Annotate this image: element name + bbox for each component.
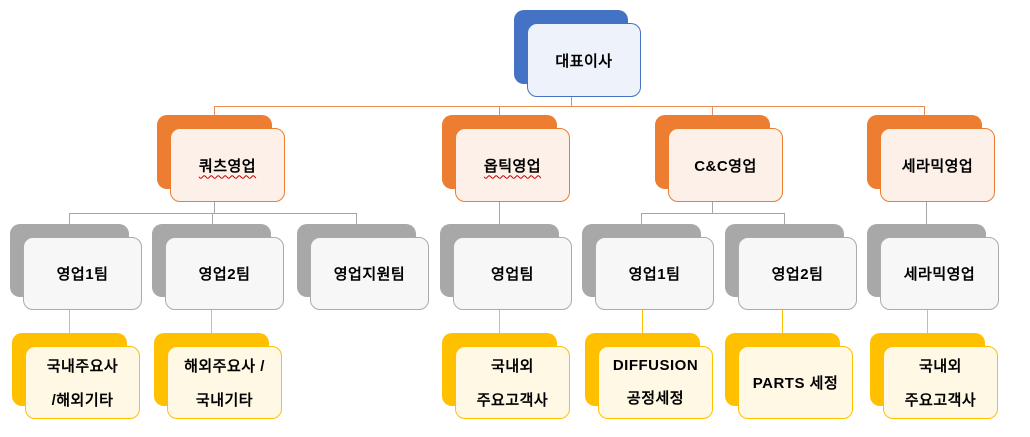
- node-quartz-team2: 영업2팀: [152, 224, 284, 310]
- detail-line: 주요고객사: [904, 392, 977, 409]
- connector-line: [214, 106, 925, 107]
- node-quartz-team2-detail: 해외주요사 / 국내기타: [154, 333, 282, 419]
- connector-line: [926, 202, 927, 241]
- node-dept-quartz: 쿼츠영업: [157, 115, 285, 202]
- detail-line: 국내외: [919, 358, 962, 375]
- node-cnc-team1: 영업1팀: [582, 224, 714, 310]
- connector-line: [69, 213, 357, 214]
- node-dept-optic: 옵틱영업: [442, 115, 570, 202]
- node-cnc-team2-label: 영업2팀: [771, 266, 824, 283]
- node-cnc-team1-label: 영업1팀: [628, 266, 681, 283]
- node-ceramic-team-detail: 국내외 주요고객사: [870, 333, 998, 419]
- node-quartz-team1-detail: 국내주요사 /해외기타: [12, 333, 140, 419]
- node-ceo-label: 대표이사: [555, 52, 613, 70]
- node-dept-cnc: C&C영업: [655, 115, 783, 202]
- node-optic-sales-team-label: 영업팀: [491, 266, 534, 283]
- connector-line: [641, 213, 785, 214]
- node-dept-ceramic: 세라믹영업: [867, 115, 995, 202]
- connector-line: [499, 310, 500, 350]
- node-ceramic-sales-team-label: 세라믹영업: [903, 266, 976, 283]
- detail-line: /해외기타: [51, 392, 114, 409]
- detail-line: DIFFUSION: [612, 357, 699, 374]
- detail-line: 국내주요사: [46, 358, 119, 375]
- node-cnc-team2-detail: PARTS 세정: [725, 333, 853, 419]
- node-dept-cnc-label: C&C영업: [694, 157, 757, 175]
- node-ceo: 대표이사: [514, 10, 641, 97]
- node-quartz-support-team: 영업지원팀: [297, 224, 429, 310]
- detail-line: 국내기타: [195, 392, 254, 409]
- node-quartz-team1-label: 영업1팀: [56, 266, 109, 283]
- node-optic-team-detail: 국내외 주요고객사: [442, 333, 570, 419]
- node-quartz-support-team-label: 영업지원팀: [333, 266, 406, 283]
- node-dept-quartz-label: 쿼츠영업: [198, 157, 257, 175]
- detail-line: PARTS 세정: [752, 375, 839, 392]
- node-dept-ceramic-label: 세라믹영업: [901, 157, 974, 175]
- connector-line: [712, 202, 713, 213]
- node-cnc-team1-detail: DIFFUSION 공정세정: [585, 333, 713, 419]
- connector-line: [927, 310, 928, 350]
- node-ceramic-sales-team: 세라믹영업: [867, 224, 999, 310]
- node-quartz-team2-label: 영업2팀: [198, 266, 251, 283]
- connector-line: [69, 310, 70, 350]
- detail-line: 주요고객사: [476, 392, 549, 409]
- detail-line: 해외주요사 /: [184, 358, 265, 375]
- node-cnc-team2: 영업2팀: [725, 224, 857, 310]
- connector-line: [499, 202, 500, 241]
- detail-line: 공정세정: [626, 390, 685, 407]
- connector-line: [214, 202, 215, 213]
- connector-line: [782, 310, 783, 350]
- connector-line: [642, 310, 643, 350]
- detail-line: 국내외: [491, 358, 534, 375]
- connector-line: [211, 310, 212, 350]
- node-dept-optic-label: 옵틱영업: [483, 157, 542, 175]
- node-optic-sales-team: 영업팀: [440, 224, 572, 310]
- node-quartz-team1: 영업1팀: [10, 224, 142, 310]
- connector-line: [571, 97, 572, 107]
